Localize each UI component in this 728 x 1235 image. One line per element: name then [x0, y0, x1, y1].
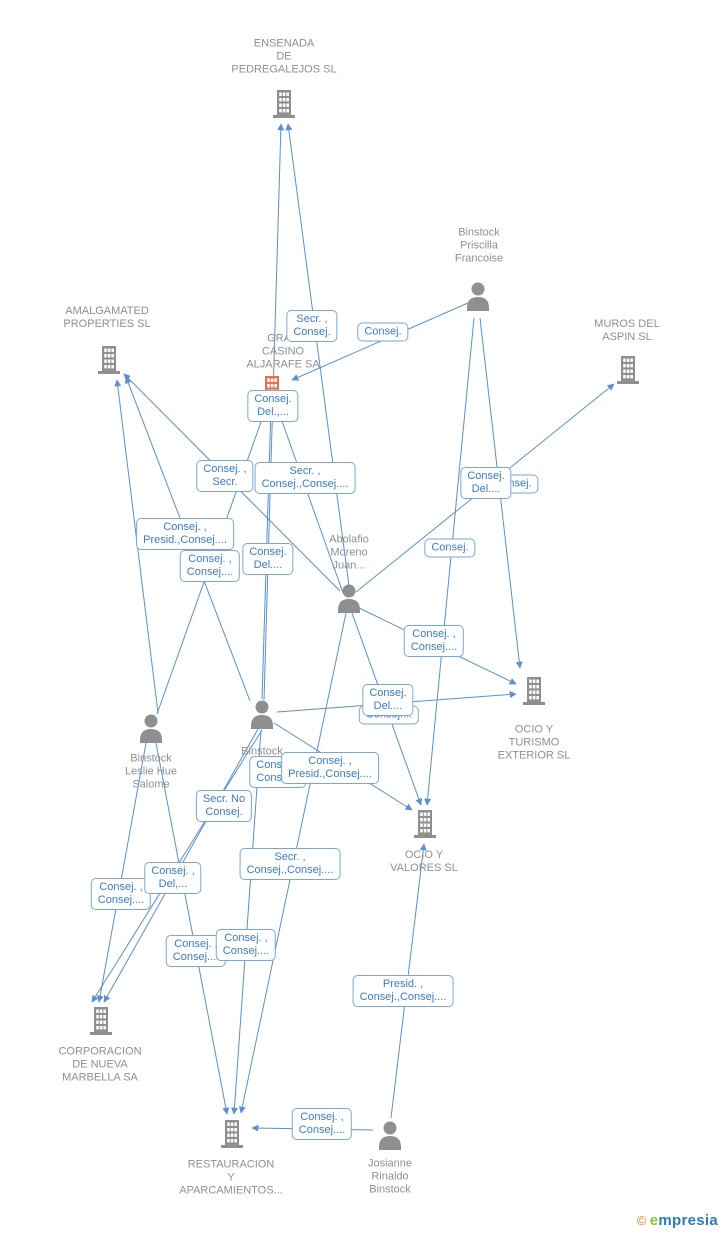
edge-label: Secr. No Consej. — [195, 790, 253, 822]
person-icon — [140, 714, 162, 743]
edge-label: Secr. , Consej.,Consej.... — [254, 462, 356, 494]
brand-logo[interactable]: ©empresia — [637, 1212, 718, 1229]
edge-label: Consej. Del.... — [460, 467, 512, 499]
edge-label: Consej. , Consej.... — [403, 625, 465, 657]
person-label: Abolafio Moreno Juan... — [329, 533, 369, 572]
edge-label: Secr. , Consej. — [286, 310, 338, 342]
edge-label: Consej. , Secr. — [196, 460, 254, 492]
edge-label: Secr. , Consej.,Consej.... — [239, 848, 341, 880]
building-icon — [90, 1007, 112, 1035]
company-label: ENSENADA DE PEDREGALEJOS SL — [231, 37, 337, 76]
person-icon — [379, 1121, 401, 1150]
building-icon — [98, 346, 120, 374]
edge-label: Consej. — [424, 538, 476, 558]
person-label: Binstock Leslie Hue Salome — [125, 752, 177, 791]
building-icon — [617, 356, 639, 384]
person-label: Binstock Priscilla Francoise — [454, 226, 504, 265]
building-icon — [523, 677, 545, 705]
company-label: MUROS DEL ASPIN SL — [594, 318, 660, 343]
company-label: OCIO Y TURISMO EXTERIOR SL — [497, 723, 571, 762]
edge-label: Consej. , Consej.... — [291, 1108, 353, 1140]
edge-label: Consej. Del.,... — [247, 390, 299, 422]
person-icon — [467, 282, 489, 311]
edge-label: Consej. , Presid.,Consej.... — [136, 518, 234, 550]
building-icon — [414, 810, 436, 838]
person-label: Josianne Rinaldo Binstock — [367, 1157, 413, 1196]
company-label: OCIO Y VALORES SL — [390, 849, 458, 874]
copyright-symbol: © — [636, 1213, 647, 1228]
edge-label: Consej. , Del,... — [144, 862, 202, 894]
company-label: CORPORACION DE NUEVA MARBELLA SA — [58, 1045, 142, 1084]
edge-label: Consej. , Consej.... — [215, 929, 277, 961]
company-label: AMALGAMATED PROPERTIES SL — [63, 305, 151, 330]
person-icon — [338, 584, 360, 613]
person-icon — [251, 700, 273, 729]
edge-label: Consej. Del.... — [362, 684, 414, 716]
edge-label: Consej. , Consej.... — [179, 550, 241, 582]
edge-label: Consej. , Presid.,Consej.... — [281, 752, 379, 784]
building-icon — [273, 90, 295, 118]
brand-name: mpresia — [658, 1212, 718, 1229]
brand-initial: e — [649, 1212, 659, 1229]
edge-label: Consej. Del.... — [242, 543, 294, 575]
edge-label: Presid. , Consej.,Consej.... — [352, 975, 454, 1007]
company-label: RESTAURACION Y APARCAMIENTOS... — [179, 1158, 283, 1197]
edge-label: Consej. — [357, 322, 409, 342]
building-icon — [221, 1120, 243, 1148]
edge-label: Consej. , Consej.... — [90, 878, 152, 910]
